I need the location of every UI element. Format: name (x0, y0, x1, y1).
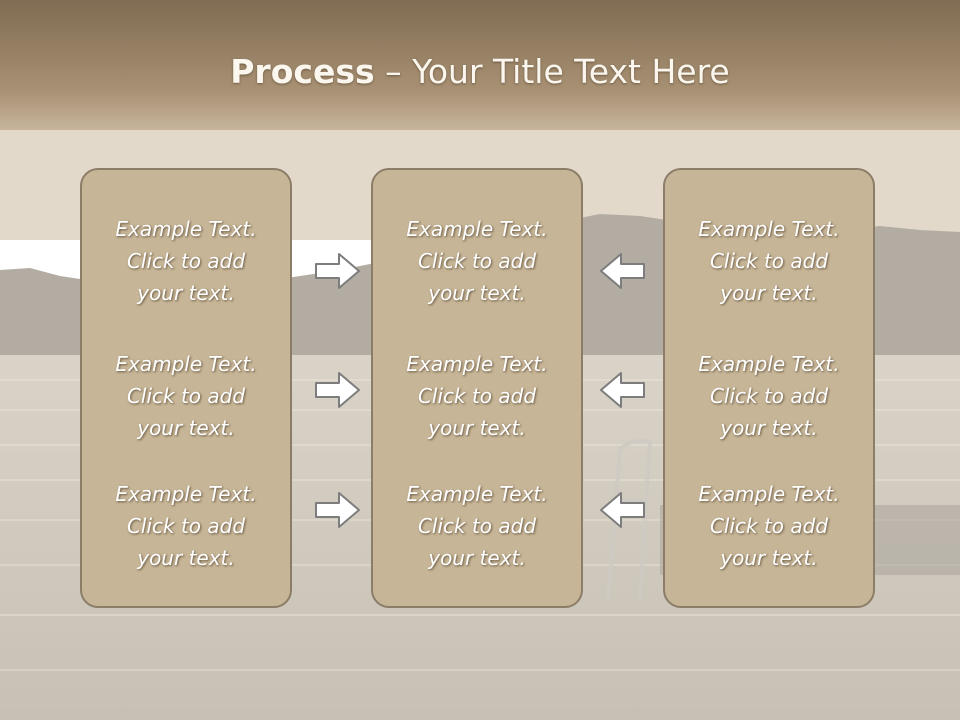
text-block[interactable]: Example Text. Click to add your text. (665, 348, 873, 444)
text-line: Example Text. (698, 352, 840, 376)
text-line: Example Text. (406, 482, 548, 506)
arrow-left-icon (600, 492, 645, 528)
text-line: Click to add (709, 384, 829, 408)
text-line: Example Text. (406, 352, 548, 376)
text-line: Click to add (126, 514, 246, 538)
text-line: Example Text. (115, 482, 257, 506)
text-block[interactable]: Example Text. Click to add your text. (82, 213, 290, 309)
text-line: Example Text. (406, 217, 548, 241)
arrow-right-icon (315, 253, 360, 289)
text-line: Click to add (709, 249, 829, 273)
text-line: your text. (137, 416, 235, 440)
text-line: Example Text. (698, 217, 840, 241)
text-line: your text. (137, 546, 235, 570)
text-line: Click to add (126, 249, 246, 273)
text-line: Click to add (126, 384, 246, 408)
process-box-left[interactable]: Example Text. Click to add your text. Ex… (80, 168, 292, 608)
text-block[interactable]: Example Text. Click to add your text. (82, 478, 290, 574)
arrow-right-icon (315, 372, 360, 408)
title-bold-word: Process (230, 52, 375, 91)
text-block[interactable]: Example Text. Click to add your text. (665, 213, 873, 309)
text-line: your text. (428, 281, 526, 305)
text-line: Click to add (417, 384, 537, 408)
arrow-left-icon (600, 253, 645, 289)
title-rest-text: – Your Title Text Here (374, 52, 730, 91)
arrow-left-icon (600, 372, 645, 408)
text-line: your text. (720, 416, 818, 440)
process-box-center[interactable]: Example Text. Click to add your text. Ex… (371, 168, 583, 608)
text-line: Example Text. (115, 217, 257, 241)
text-line: your text. (720, 546, 818, 570)
process-box-right[interactable]: Example Text. Click to add your text. Ex… (663, 168, 875, 608)
text-block[interactable]: Example Text. Click to add your text. (373, 213, 581, 309)
text-block[interactable]: Example Text. Click to add your text. (82, 348, 290, 444)
text-block[interactable]: Example Text. Click to add your text. (373, 478, 581, 574)
text-line: Click to add (709, 514, 829, 538)
text-line: your text. (720, 281, 818, 305)
text-block[interactable]: Example Text. Click to add your text. (373, 348, 581, 444)
text-line: Click to add (417, 249, 537, 273)
slide-title[interactable]: Process – Your Title Text Here (0, 52, 960, 91)
text-line: Example Text. (698, 482, 840, 506)
text-line: Example Text. (115, 352, 257, 376)
arrow-right-icon (315, 492, 360, 528)
text-block[interactable]: Example Text. Click to add your text. (665, 478, 873, 574)
text-line: your text. (428, 546, 526, 570)
text-line: your text. (137, 281, 235, 305)
text-line: Click to add (417, 514, 537, 538)
text-line: your text. (428, 416, 526, 440)
